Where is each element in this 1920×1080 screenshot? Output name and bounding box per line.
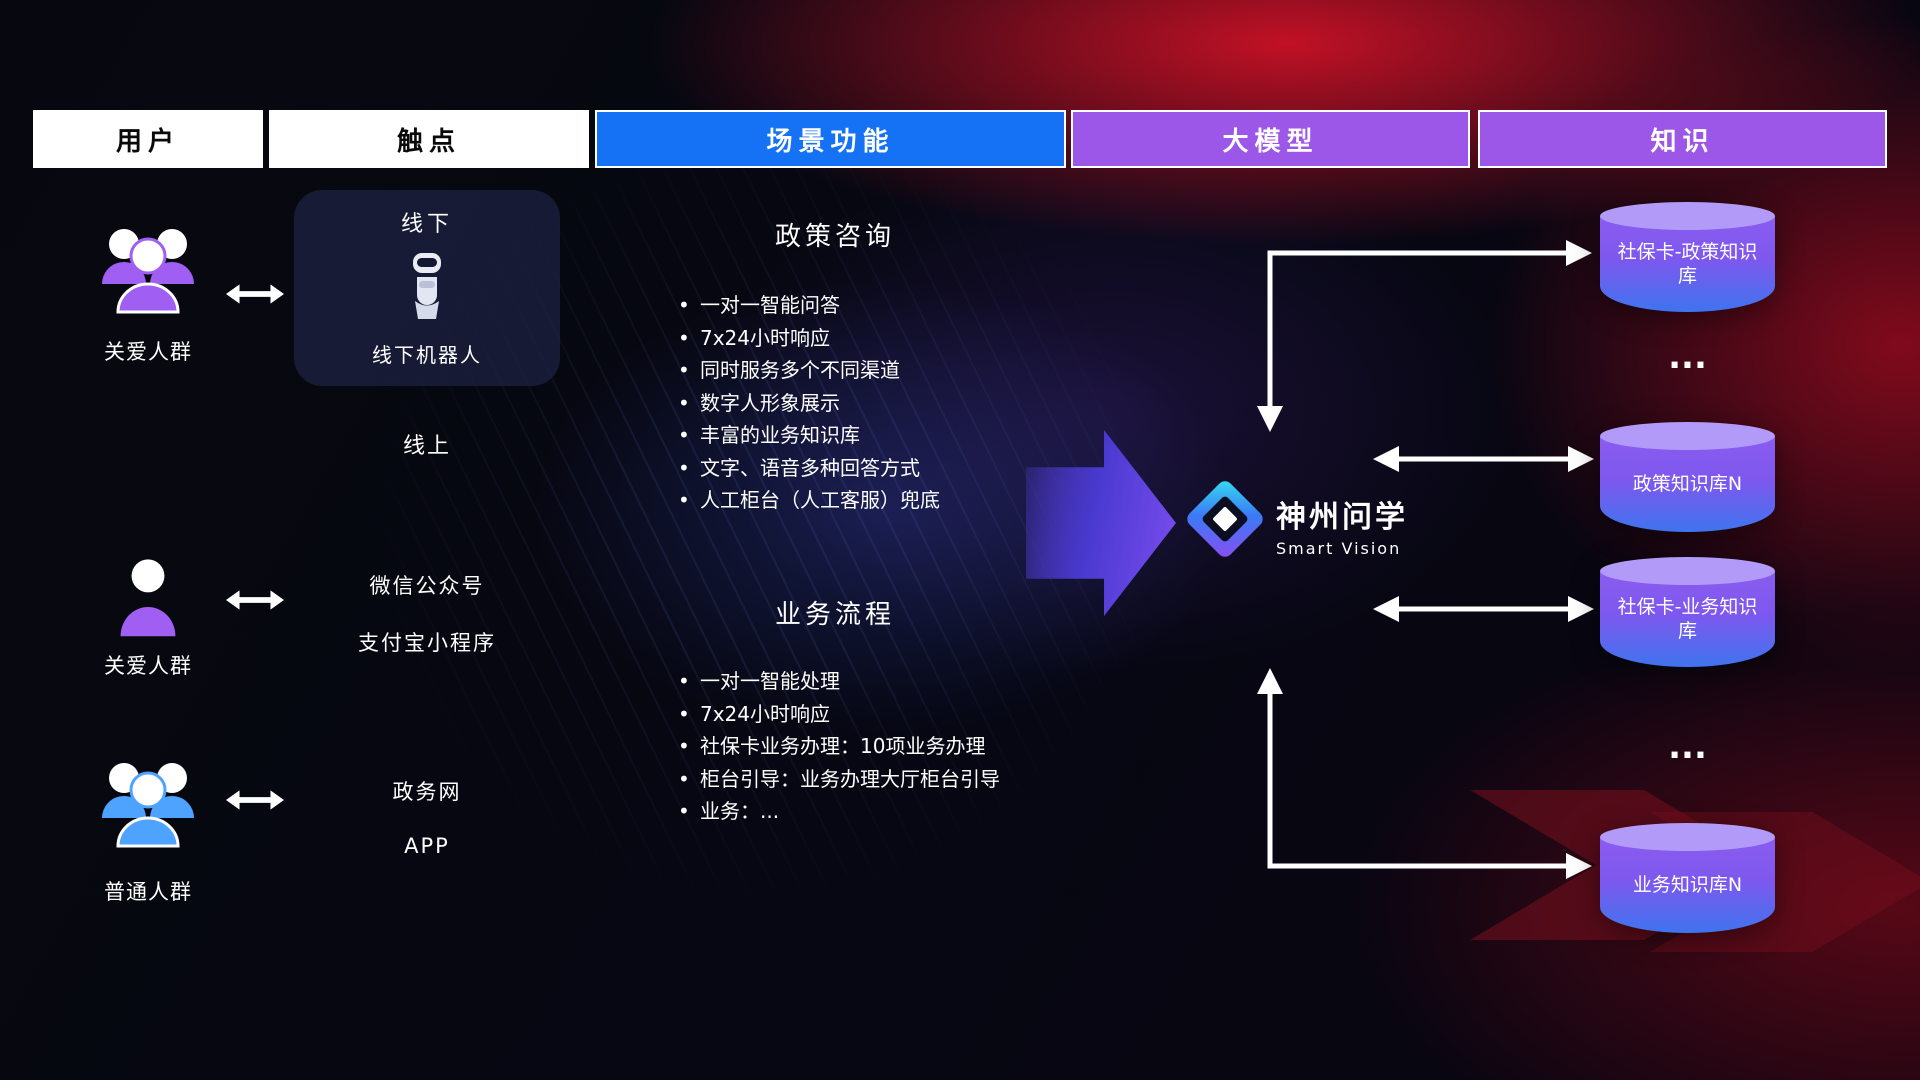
double-arrow-icon [226, 788, 284, 812]
database-business-n: 业务知识库N [1600, 823, 1775, 933]
double-arrow-icon [226, 588, 284, 612]
user-icon [116, 550, 180, 646]
bullet-item: 7x24小时响应 [676, 322, 940, 355]
arrowhead-left [1373, 446, 1399, 472]
arrowhead-left [1373, 596, 1399, 622]
arrowhead-right [1568, 446, 1594, 472]
database-label: 社保卡-业务知识库 [1600, 571, 1775, 667]
double-arrow-icon [226, 282, 284, 306]
user-group-label: 普通人群 [104, 880, 192, 904]
channel-wechat: 微信公众号 [369, 574, 485, 598]
database-label: 政策知识库N [1600, 436, 1775, 532]
header-col-scenarios: 场景功能 [595, 110, 1066, 168]
database-top-ellipse [1600, 422, 1775, 450]
scenario-policy-list: 一对一智能问答 7x24小时响应 同时服务多个不同渠道 数字人形象展示 丰富的业… [676, 289, 940, 517]
offline-robot-label: 线下机器人 [372, 343, 482, 367]
arrowhead-right [1568, 596, 1594, 622]
ellipsis-text: ... [1668, 727, 1707, 767]
header-col-users: 用户 [33, 110, 263, 168]
user-group-label: 关爱人群 [104, 340, 192, 364]
header-col-model: 大模型 [1071, 110, 1470, 168]
channel-alipay: 支付宝小程序 [358, 631, 496, 655]
scenario-business-list: 一对一智能处理 7x24小时响应 社保卡业务办理：10项业务办理 柜台引导：业务… [676, 665, 1000, 828]
arrowhead-down [1257, 406, 1283, 432]
user-single-label: 关爱人群 [104, 654, 192, 678]
brand-subtitle: Smart Vision [1276, 539, 1402, 558]
bullet-item: 7x24小时响应 [676, 698, 1000, 731]
database-top-ellipse [1600, 557, 1775, 585]
bullet-item: 同时服务多个不同渠道 [676, 354, 940, 387]
arrowhead-right [1566, 240, 1592, 266]
bullet-item: 丰富的业务知识库 [676, 419, 940, 452]
robot-icon [405, 251, 449, 327]
bullet-item: 人工柜台（人工客服）兜底 [676, 484, 940, 517]
arrowhead-up [1257, 668, 1283, 694]
database-top-ellipse [1600, 823, 1775, 851]
offline-touchpoint-card: 线下 线下机器人 [294, 190, 560, 386]
bullet-item: 柜台引导：业务办理大厅柜台引导 [676, 763, 1000, 796]
user-group-icon [90, 752, 206, 852]
ellipsis-text: ... [1668, 337, 1707, 377]
database-policy-sscard: 社保卡-政策知识库 [1600, 202, 1775, 312]
header-col-touchpoints: 触点 [269, 110, 589, 168]
connector-policy-kb [1267, 250, 1568, 410]
bullet-item: 一对一智能问答 [676, 289, 940, 322]
bullet-item: 一对一智能处理 [676, 665, 1000, 698]
arrowhead-right [1566, 853, 1592, 879]
offline-title: 线下 [400, 212, 453, 237]
connector-business-kb-n [1267, 690, 1568, 869]
bullet-item: 业务：... [676, 795, 1000, 828]
database-label: 社保卡-政策知识库 [1600, 216, 1775, 312]
brand-name: 神州问学 [1276, 500, 1408, 535]
user-group-icon [90, 218, 206, 318]
channel-gov-web: 政务网 [392, 780, 462, 804]
database-top-ellipse [1600, 202, 1775, 230]
online-title: 线上 [402, 434, 451, 459]
channel-app: APP [404, 834, 450, 858]
database-label: 业务知识库N [1600, 837, 1775, 933]
database-policy-n: 政策知识库N [1600, 422, 1775, 532]
scenario-business-title: 业务流程 [774, 600, 895, 630]
bullet-item: 文字、语音多种回答方式 [676, 452, 940, 485]
database-business-sscard: 社保卡-业务知识库 [1600, 557, 1775, 667]
bullet-item: 社保卡业务办理：10项业务办理 [676, 730, 1000, 763]
header-col-knowledge: 知识 [1478, 110, 1887, 168]
brand-block: 神州问学 Smart Vision [1276, 492, 1408, 558]
bullet-item: 数字人形象展示 [676, 387, 940, 420]
scenario-policy-title: 政策咨询 [774, 222, 895, 252]
